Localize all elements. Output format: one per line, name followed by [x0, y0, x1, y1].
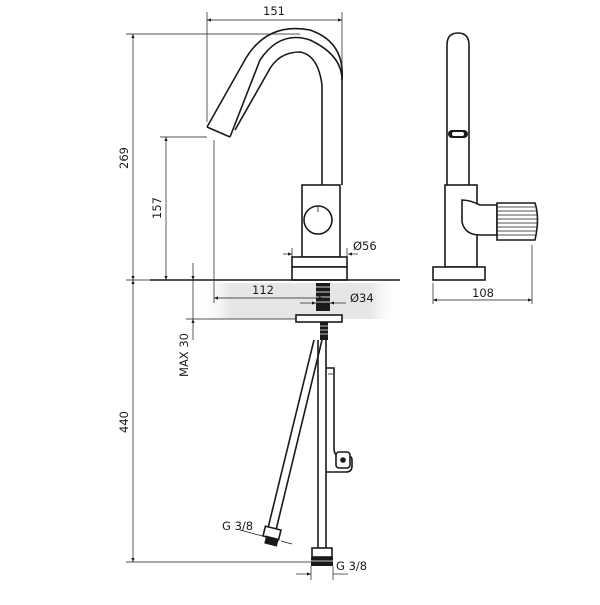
dim-157 — [160, 136, 207, 280]
dim-label-108: 108 — [472, 286, 494, 300]
dim-112 — [213, 140, 323, 303]
dim-label-157: 157 — [150, 197, 164, 219]
dim-label-max30: MAX 30 — [177, 333, 191, 377]
dim-label-g38-bottom: G 3/8 — [336, 559, 367, 573]
dim-label-151: 151 — [263, 4, 285, 18]
shank-assembly — [295, 283, 343, 340]
dim-269 — [126, 33, 300, 281]
supply-hoses — [262, 339, 353, 566]
dim-label-d34: Ø34 — [350, 291, 374, 305]
dim-label-g38-left: G 3/8 — [222, 519, 253, 533]
dim-label-112: 112 — [252, 283, 274, 297]
dim-label-d56: Ø56 — [353, 239, 377, 253]
dim-label-269: 269 — [117, 147, 131, 169]
dim-440 — [126, 280, 312, 563]
dim-g38-left — [239, 529, 293, 545]
dim-max30 — [186, 263, 296, 340]
faucet-side-view — [432, 32, 539, 281]
dim-g38-bottom — [296, 566, 348, 580]
dim-d56 — [283, 248, 358, 258]
dim-151 — [206, 12, 343, 122]
dim-108 — [432, 245, 533, 304]
faucet-front-view — [150, 27, 400, 281]
dim-label-440: 440 — [117, 411, 131, 433]
deck-band — [200, 283, 400, 319]
